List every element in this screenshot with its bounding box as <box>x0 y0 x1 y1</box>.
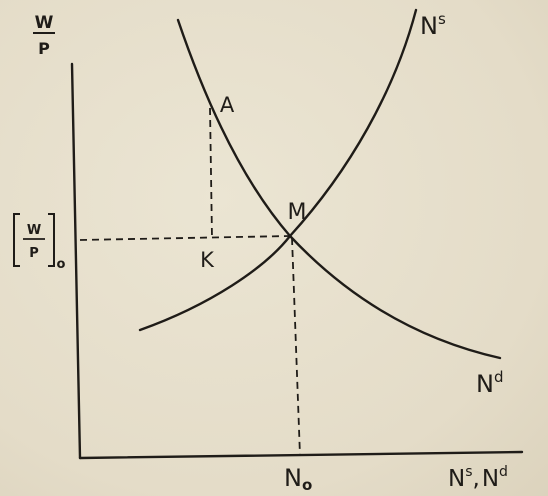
labor-demand-curve <box>176 18 502 360</box>
point-m-label: M <box>288 200 307 225</box>
y-axis-label-top: W <box>35 13 54 33</box>
point-a-vertical-guide <box>209 107 213 239</box>
x-axis-label-second: N <box>482 466 499 492</box>
x-axis-label-sup-s: s <box>465 464 472 480</box>
demand-curve-label: Nd <box>476 368 503 398</box>
equilibrium-wage-top: W <box>27 223 41 238</box>
equilibrium-wage-subscript: o <box>57 257 66 272</box>
equilibrium-employment-label: No <box>284 464 312 494</box>
point-a-label: A <box>220 93 235 117</box>
equilibrium-employment-sub: o <box>302 476 312 494</box>
supply-curve-label: Ns <box>420 10 446 40</box>
y-axis <box>70 62 82 460</box>
equilibrium-wage-bottom: P <box>29 246 39 261</box>
demand-curve-label-base: N <box>476 370 494 398</box>
equilibrium-wage-guide <box>79 235 291 241</box>
equilibrium-wage-bracket-left <box>13 213 20 267</box>
equilibrium-employment-guide <box>291 237 301 457</box>
x-axis <box>78 450 524 460</box>
x-axis-label-sep: , <box>473 466 480 492</box>
supply-curve-label-sup: s <box>438 10 446 28</box>
point-k-label: K <box>200 248 215 272</box>
x-axis-label-base: N <box>448 466 465 492</box>
demand-curve-label-sup: d <box>494 368 504 386</box>
equilibrium-employment-base: N <box>284 464 302 492</box>
supply-curve-label-base: N <box>420 12 438 40</box>
x-axis-label: Ns,Nd <box>448 464 508 492</box>
equilibrium-wage-bracket-right <box>48 213 55 267</box>
y-axis-label-bottom: P <box>38 39 50 58</box>
labor-supply-curve <box>138 8 418 332</box>
x-axis-label-sup-d: d <box>499 464 508 480</box>
